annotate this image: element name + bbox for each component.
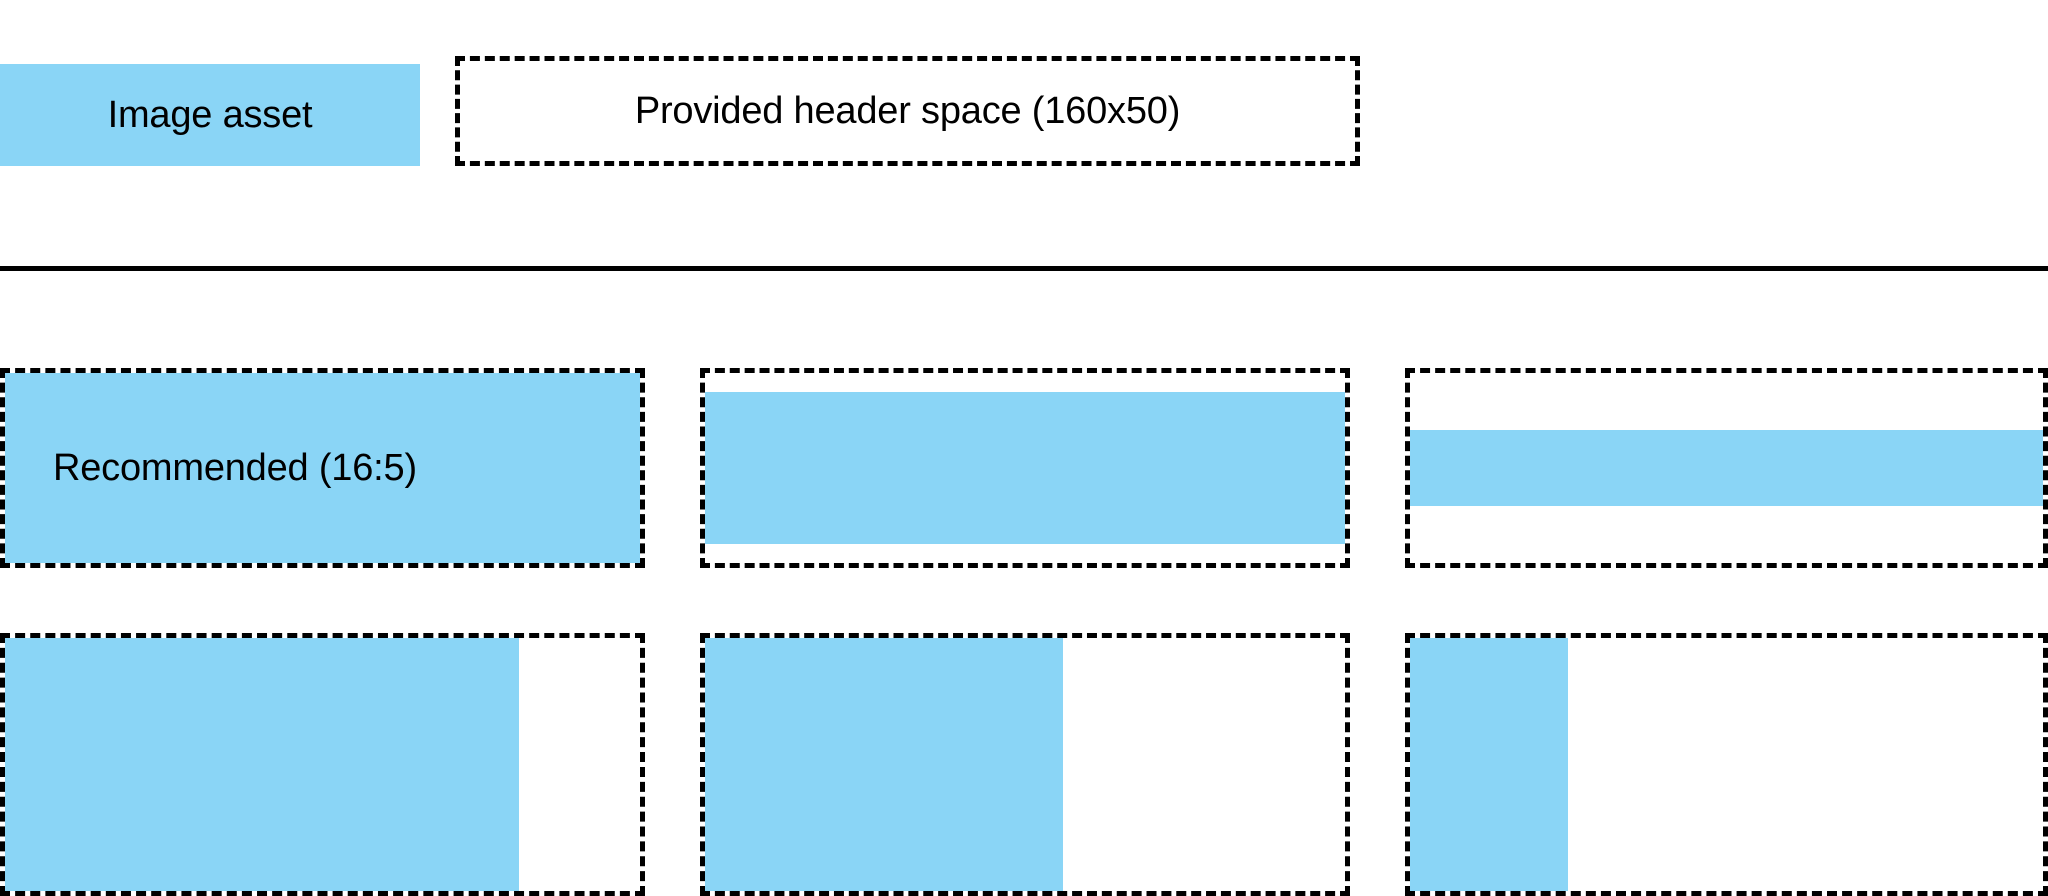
example-grid: Recommended (16:5) xyxy=(0,368,2048,896)
example-cell: Recommended (16:5) xyxy=(0,368,645,568)
example-cell xyxy=(700,368,1350,568)
image-asset-swatch: Image asset xyxy=(0,64,420,166)
section-divider xyxy=(0,266,2048,271)
provided-header-space-label: Provided header space (160x50) xyxy=(634,90,1181,132)
image-asset-label: Image asset xyxy=(107,94,313,136)
image-fill xyxy=(5,638,520,891)
example-cell xyxy=(1405,633,2048,896)
image-fill xyxy=(1410,430,2043,506)
example-cell xyxy=(700,633,1350,896)
image-fill xyxy=(1410,638,1569,891)
example-cell xyxy=(1405,368,2048,568)
provided-header-space-box: Provided header space (160x50) xyxy=(455,56,1360,166)
example-cell xyxy=(0,633,645,896)
image-fill xyxy=(5,373,640,563)
image-fill xyxy=(705,638,1064,891)
header-row: Image asset Provided header space (160x5… xyxy=(0,0,2048,268)
image-fill xyxy=(705,392,1345,544)
